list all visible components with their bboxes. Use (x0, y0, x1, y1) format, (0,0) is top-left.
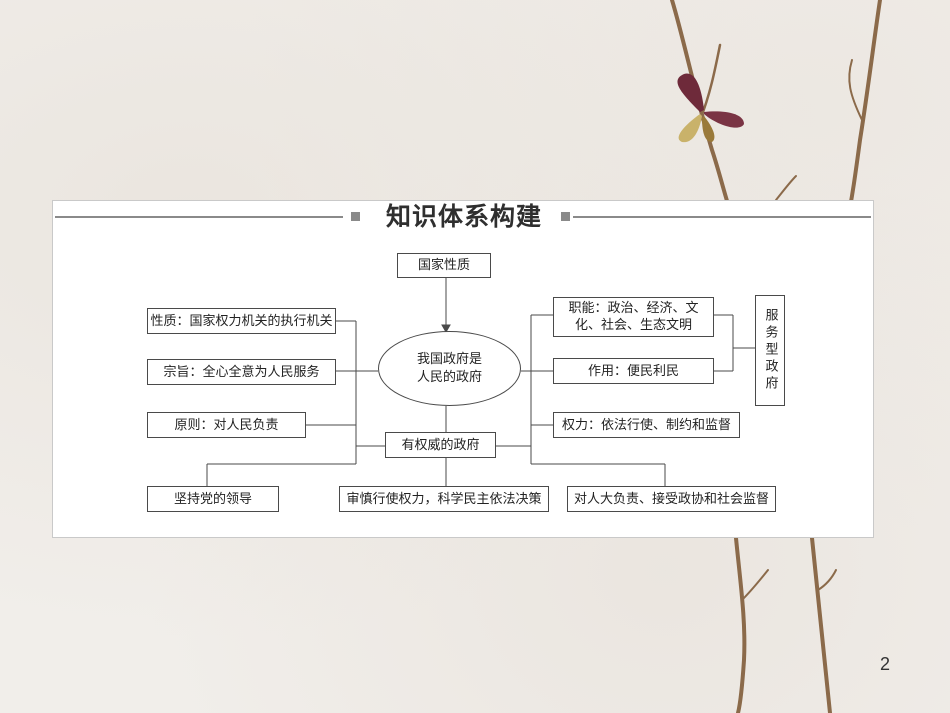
node-national-nature: 国家性质 (397, 253, 491, 278)
center-line-1: 我国政府是 (416, 351, 482, 367)
node-party: 坚持党的领导 (147, 486, 279, 512)
lower-branch (734, 536, 837, 713)
node-service-gov: 服务型政府 (755, 295, 785, 406)
node-nature: 性质：国家权力机关的执行机关 (147, 308, 336, 334)
square-bullet-icon (561, 212, 570, 221)
node-supervision: 对人大负责、接受政协和社会监督 (567, 486, 776, 512)
node-center: 我国政府是 人民的政府 (378, 331, 521, 406)
square-bullet-icon (351, 212, 360, 221)
connector-lines (55, 216, 871, 486)
center-line-2: 人民的政府 (416, 369, 482, 385)
node-decision: 审慎行使权力，科学民主依法决策 (339, 486, 549, 512)
panel-header: 知识体系构建 (53, 201, 875, 231)
butterfly-icon (677, 73, 744, 143)
node-power: 权力：依法行使、制约和监督 (553, 412, 740, 438)
panel-title: 知识体系构建 (371, 203, 557, 231)
page-number: 2 (880, 654, 891, 674)
node-authority: 有权威的政府 (385, 432, 496, 458)
node-role: 作用：便民利民 (553, 358, 714, 384)
knowledge-panel: 知识体系构建 国家性质 我国政府是 人民的政府 性质：国家权力机关的执行机关 宗… (52, 200, 874, 538)
node-functions: 职能：政治、经济、文化、社会、生态文明 (553, 297, 714, 337)
node-principle: 原则：对人民负责 (147, 412, 306, 438)
node-purpose: 宗旨：全心全意为人民服务 (147, 359, 336, 385)
